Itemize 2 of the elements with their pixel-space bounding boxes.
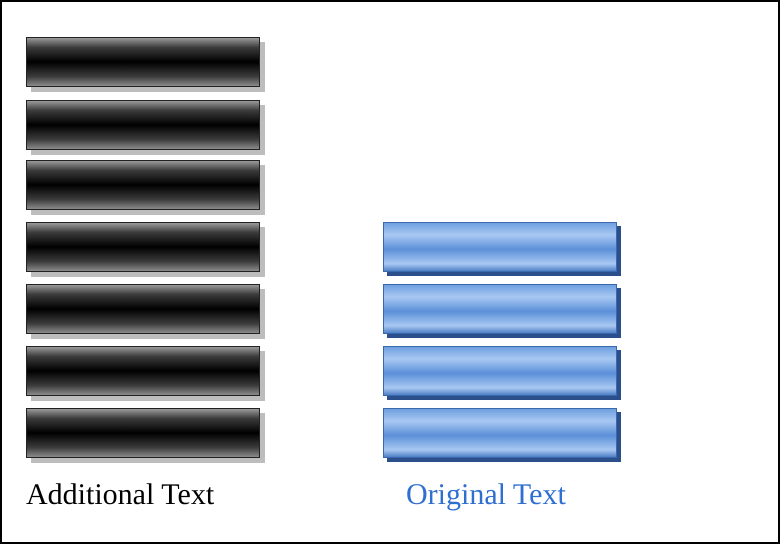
stack-label: Additional Text (26, 478, 214, 512)
stack-label: Original Text (406, 478, 566, 512)
